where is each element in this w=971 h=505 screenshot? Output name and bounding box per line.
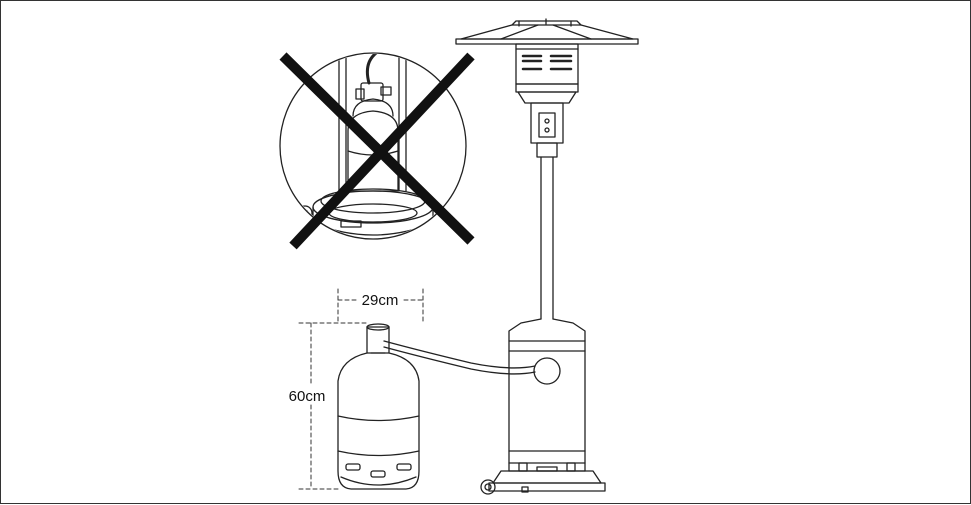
dimension-lines xyxy=(298,288,424,490)
prohibited-placement-inset xyxy=(279,52,475,250)
cross-mark-icon xyxy=(279,52,475,250)
inset-circle xyxy=(279,52,467,240)
patio-heater-icon xyxy=(455,18,639,495)
width-dimension-label: 29cm xyxy=(362,292,399,309)
gas-cylinder-icon xyxy=(337,323,420,490)
gas-hose xyxy=(383,340,536,375)
height-dimension-label: 60cm xyxy=(289,388,326,405)
